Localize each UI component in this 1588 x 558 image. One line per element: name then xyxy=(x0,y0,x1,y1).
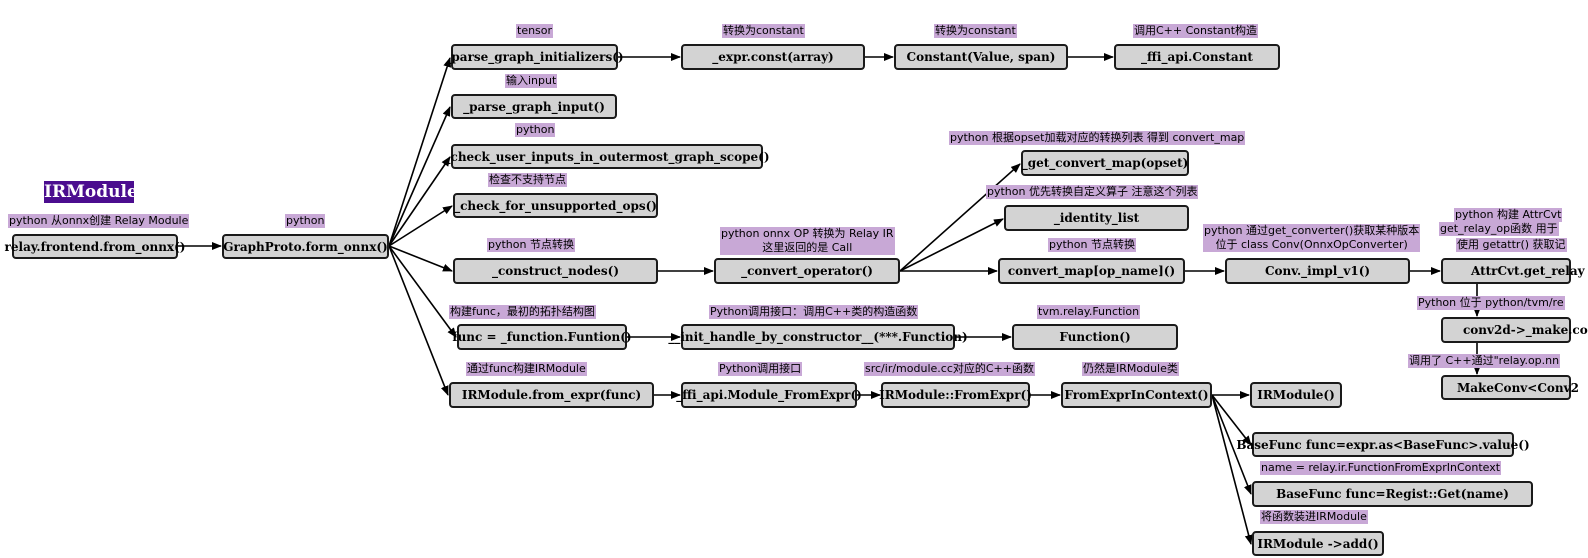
label-put-into-irmodule: 将函数装进IRModule xyxy=(1260,510,1368,524)
label-attrcvt-line2: get_relay_op函数 用于 xyxy=(1439,222,1559,236)
label-python-ctor-call: Python调用接口：调用C++类的构造函数 xyxy=(709,305,919,319)
label-opset-convert-map: python 根据opset加载对应的转换列表 得到 convert_map xyxy=(949,131,1246,145)
label-get-converter-line1: python 通过get_converter()获取某种版本 xyxy=(1204,224,1420,237)
edge-n2-n9 xyxy=(388,205,453,247)
node-get-convert-map: _get_convert_map(opset) xyxy=(1021,150,1189,176)
label-cpp-relay-op-nn: 调用了 C++通过"relay.op.nn xyxy=(1408,354,1561,368)
label-attrcvt-line3: 使用 getattr() 获取记 xyxy=(1456,238,1567,252)
diagram-title: IRModule xyxy=(44,181,138,203)
node-constant: Constant(Value, span) xyxy=(894,44,1068,70)
label-python-tvm-relay: Python 位于 python/tvm/re xyxy=(1417,296,1565,310)
label-python-2: python xyxy=(515,123,556,137)
node-basefunc-regist-get: BaseFunc func=Regist::Get(name) xyxy=(1252,481,1533,507)
edge-n25-n29 xyxy=(1211,394,1253,545)
edge-n2-n10 xyxy=(388,245,453,272)
edge-n11-n13 xyxy=(899,218,1004,272)
edge-n2-n22 xyxy=(388,245,449,396)
label-build-func: 构建func，最初的拓扑结构图 xyxy=(449,305,596,319)
label-tensor: tensor xyxy=(516,24,554,38)
label-python: python xyxy=(285,214,326,228)
node-fromexprincontext: FromExprInContext() xyxy=(1061,382,1212,408)
node-basefunc-expr-as: BaseFunc func=expr.as<BaseFunc>.value() xyxy=(1236,432,1530,457)
edge-n2-n7 xyxy=(388,106,451,247)
node-construct-nodes: _construct_nodes() xyxy=(453,258,658,284)
node-expr-const: _expr.const(array) xyxy=(681,44,865,70)
label-node-convert-1: python 节点转换 xyxy=(487,238,575,252)
edge-n2-n3 xyxy=(388,57,452,247)
node-function: Function() xyxy=(1012,324,1178,350)
label-build-irmodule: 通过func构建IRModule xyxy=(466,362,587,376)
node-convert-map-op-name: convert_map[op_name]() xyxy=(998,258,1185,284)
node-parse-graph-input: _parse_graph_input() xyxy=(451,94,617,119)
label-to-constant-1: 转换为constant xyxy=(722,24,805,38)
node-convert-operator: _convert_operator() xyxy=(714,258,900,284)
label-function-from-expr: name = relay.ir.FunctionFromExprInContex… xyxy=(1260,461,1502,475)
label-python-api: Python调用接口 xyxy=(718,362,803,376)
node-attrcvt-get-relay: AttrCvt.get_relay xyxy=(1441,258,1585,284)
label-custom-op-first: python 优先转换自定义算子 注意这个列表 xyxy=(986,185,1199,199)
edge-n2-n19 xyxy=(388,245,457,338)
label-onnx-op-to-relay-line1: python onnx OP 转换为 Relay IR xyxy=(721,227,894,240)
node-conv-impl-v1: Conv._impl_v1() xyxy=(1225,258,1410,284)
node-irmodule-ctor: IRModule() xyxy=(1250,382,1342,408)
node-func-function: func = _function.Funtion() xyxy=(452,324,632,350)
label-call-cpp-constant: 调用C++ Constant构造 xyxy=(1133,24,1259,38)
label-check-unsupported: 检查不支持节点 xyxy=(488,173,567,187)
label-tvm-relay-function: tvm.relay.Function xyxy=(1037,305,1141,319)
node-ffi-api-module-fromexpr: _ffi_api.Module_FromExpr() xyxy=(676,382,862,408)
edge-n25-n27 xyxy=(1211,394,1252,446)
node-check-user-inputs: _check_user_inputs_in_outermost_graph_sc… xyxy=(445,144,770,169)
node-conv2d-make: conv2d->_make.co xyxy=(1441,317,1588,343)
edge-n2-n8 xyxy=(388,156,451,247)
node-relay-frontend-from-onnx: relay.frontend.from_onnx() xyxy=(5,234,185,259)
label-onnx-op-to-relay-line2: 这里返回的是 Call xyxy=(762,241,853,254)
label-still-irmodule: 仍然是IRModule类 xyxy=(1082,362,1179,376)
node-parse-graph-initializers: _parse_graph_initializers() xyxy=(445,44,624,70)
edge-n11-n12 xyxy=(899,163,1021,272)
label-onnx-op-to-relay: python onnx OP 转换为 Relay IR 这里返回的是 Call xyxy=(720,227,895,255)
node-irmodule-add: IRModule ->add() xyxy=(1252,531,1384,556)
node-graphproto-form-onnx: GraphProto.form_onnx() xyxy=(222,234,389,259)
node-identity-list: _identity_list xyxy=(1004,205,1189,231)
node-init-handle-by-constructor: __init_handle_by_constructor__(***.Funct… xyxy=(668,324,968,350)
label-from-onnx-desc: python 从onnx创建 Relay Module xyxy=(8,214,190,228)
edge-n25-n28 xyxy=(1211,394,1252,495)
label-module-cc: src/ir/module.cc对应的C++函数 xyxy=(864,362,1035,376)
node-makeconv: MakeConv<Conv2 xyxy=(1441,375,1579,400)
label-to-constant-2: 转换为constant xyxy=(934,24,1017,38)
node-irmodule-from-expr: IRModule.from_expr(func) xyxy=(449,382,654,408)
label-get-converter-line2: 位于 class Conv(OnnxOpConverter) xyxy=(1215,238,1408,251)
label-node-convert-2: python 节点转换 xyxy=(1048,238,1136,252)
label-attrcvt-line1: python 构建 AttrCvt xyxy=(1454,208,1563,222)
label-get-converter: python 通过get_converter()获取某种版本 位于 class … xyxy=(1203,224,1421,252)
label-input: 输入input xyxy=(505,74,558,88)
node-check-for-unsupported-ops: _check_for_unsupported_ops() xyxy=(453,193,658,218)
node-ffi-api-constant: _ffi_api.Constant xyxy=(1114,44,1280,70)
node-irmodule-fromexpr: IRModule::FromExpr() xyxy=(879,382,1032,408)
